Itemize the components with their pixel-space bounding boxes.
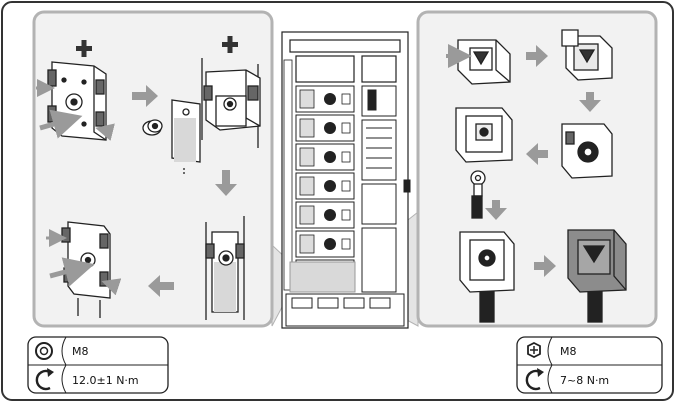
cabinet-label-strip	[284, 60, 292, 290]
breaker-module	[296, 231, 354, 257]
breaker-module	[296, 202, 354, 228]
breaker-module	[296, 115, 354, 141]
cabinet-base	[286, 294, 404, 326]
torque-label: 7~8 N·m	[560, 374, 609, 387]
terminal-block-front	[48, 62, 106, 140]
spec-box-left: M8 12.0±1 N·m	[28, 337, 168, 393]
bolt-size-label: M8	[72, 345, 89, 358]
connector-box	[458, 40, 510, 84]
breaker-module	[296, 86, 354, 112]
connector-box-open	[456, 108, 512, 162]
arrow-small	[104, 130, 112, 132]
breaker-module	[296, 173, 354, 199]
bolt-size-label: M8	[560, 345, 577, 358]
hex-nut-icon	[36, 343, 52, 359]
nut-part	[143, 120, 162, 135]
cabinet-terminal-zone	[290, 262, 355, 292]
breaker-module	[296, 144, 354, 170]
arrow-small	[110, 284, 116, 286]
terminal-assembled	[206, 216, 244, 320]
hex-bolt-icon	[528, 343, 540, 357]
torque-label: 12.0±1 N·m	[72, 374, 139, 387]
connector-box-wired	[562, 124, 612, 178]
spec-box-right: M8 7~8 N·m	[517, 337, 662, 393]
